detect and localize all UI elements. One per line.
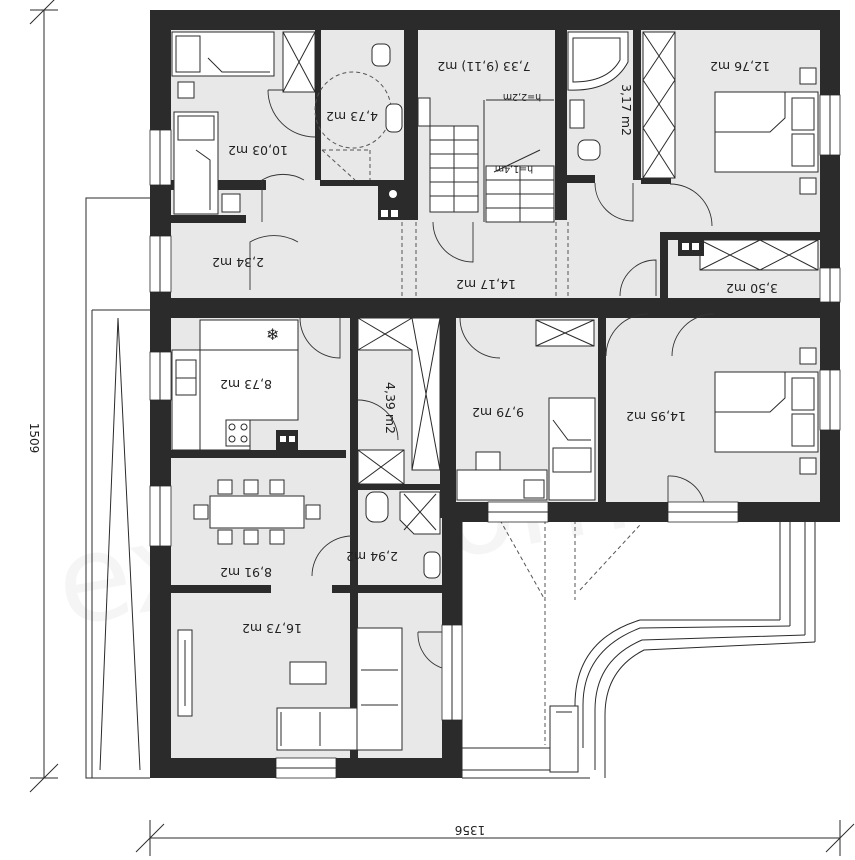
label-bedroom-2: 12,76 m2 <box>710 59 770 74</box>
label-bathroom-2: 3,17 m2 <box>619 84 634 136</box>
room-labels: 10,03 m2 4,73 m2 7,33 (9,11) m2 3,17 m2 … <box>212 59 778 636</box>
wardrobe-fixtures <box>357 317 441 485</box>
bathroom-2-fixtures <box>567 31 629 161</box>
side-terrace <box>85 197 150 779</box>
living-furniture <box>177 627 403 751</box>
label-wardrobe: 4,39 m2 <box>383 382 398 434</box>
dimension-left: 1509 <box>27 0 59 793</box>
front-terrace <box>461 519 816 779</box>
label-bathroom-1: 4,73 m2 <box>326 109 378 124</box>
windows <box>149 94 841 779</box>
label-kitchen: 8,73 m2 <box>220 377 272 392</box>
wc-fixtures <box>365 491 441 579</box>
closet-shelves <box>678 238 819 271</box>
label-stairs: 7,33 (9,11) m2 <box>437 59 531 74</box>
dimension-bottom: 1356 <box>135 820 855 856</box>
bathroom-1-fixtures <box>314 43 404 220</box>
dining-table <box>193 479 321 545</box>
label-closet: 3,50 m2 <box>726 281 778 296</box>
label-hall-small: 2,34 m2 <box>212 255 264 270</box>
label-living: 16,73 m2 <box>242 621 302 636</box>
bedroom-2-furniture <box>642 31 819 195</box>
interior-walls <box>171 30 820 758</box>
label-dining: 8,91 m2 <box>220 565 272 580</box>
bedroom-4-furniture <box>714 347 819 475</box>
dimension-width: 1356 <box>455 823 486 837</box>
label-bedroom-1: 10,03 m2 <box>228 143 288 158</box>
label-wc: 2,94 m2 <box>346 549 398 564</box>
label-bedroom-4: 14,95 m2 <box>626 409 686 424</box>
label-bedroom-3: 9,79 m2 <box>472 405 524 420</box>
label-stair-lower: h=1,4m <box>495 163 533 174</box>
svg-text:❄: ❄ <box>266 325 279 344</box>
staircase <box>417 97 555 223</box>
kitchen-fixtures: ❄ <box>171 319 299 451</box>
label-stair-upper: h=2,2m <box>503 91 541 102</box>
bedroom-3-furniture <box>456 319 596 501</box>
label-corridor: 14,17 m2 <box>456 277 516 292</box>
dimension-height: 1509 <box>27 423 41 454</box>
corridor-openings <box>401 222 569 298</box>
bedroom-1-furniture <box>171 31 316 215</box>
